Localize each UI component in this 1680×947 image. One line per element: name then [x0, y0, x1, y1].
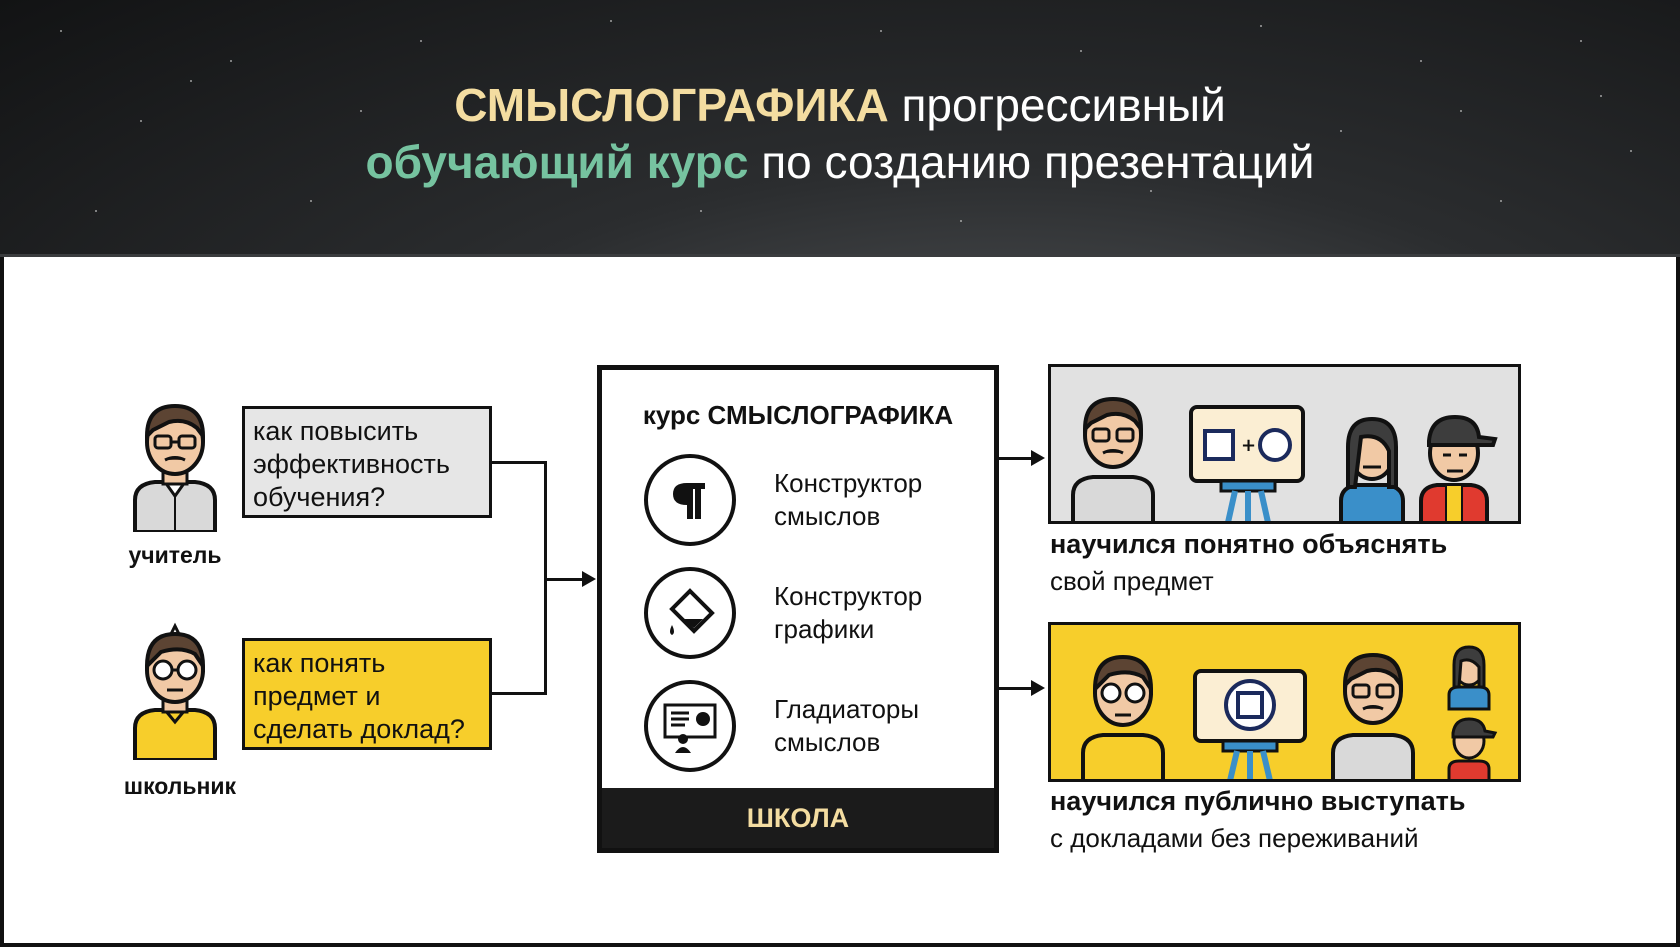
teacher-question-line: как повысить: [253, 416, 419, 446]
connector-line: [999, 457, 1033, 460]
student-question-line: как понять: [253, 648, 386, 678]
course-title-prefix: курс: [642, 400, 708, 430]
student-question-line: предмет и: [253, 681, 381, 711]
header-subtitle-bold: обучающий курс: [365, 136, 749, 188]
teacher-question-line: эффективность: [253, 449, 450, 479]
module-label-line: графики: [774, 614, 875, 644]
student-presents-illustration: [1081, 645, 1498, 779]
teacher-label: учитель: [128, 542, 222, 568]
arrow-right-icon: [1031, 450, 1045, 466]
header-title-rest: прогрессивный: [888, 79, 1226, 131]
result-scene-student: [1048, 622, 1521, 782]
teacher-explains-illustration: +: [1071, 396, 1498, 521]
arrow-right-icon: [582, 571, 596, 587]
module-label: Конструктор смыслов: [774, 467, 984, 533]
header-title: СМЫСЛОГРАФИКА прогрессивный: [0, 78, 1680, 132]
module-label-line: Конструктор: [774, 581, 923, 611]
module-label-line: Конструктор: [774, 468, 923, 498]
pilcrow-icon: [644, 454, 736, 546]
header-title-bold: СМЫСЛОГРАФИКА: [454, 79, 889, 131]
connector-line: [999, 687, 1033, 690]
teacher-question-line: обучения?: [253, 482, 386, 512]
result-title: научился понятно объяснять: [1050, 529, 1448, 559]
course-box: курс СМЫСЛОГРАФИКА Конструктор смыслов К…: [597, 365, 999, 853]
connector-line: [544, 578, 586, 581]
result-subtitle: с докладами без переживаний: [1050, 823, 1419, 853]
course-footer: ШКОЛА: [602, 788, 994, 848]
student-question-line: сделать доклад?: [253, 714, 465, 744]
student-question-box: как понять предмет и сделать доклад?: [242, 638, 492, 750]
connector-line: [492, 461, 546, 464]
header-subtitle-rest: по созданию презентаций: [748, 136, 1315, 188]
header-subtitle: обучающий курс по созданию презентаций: [0, 135, 1680, 189]
module-label: Гладиаторы смыслов: [774, 693, 984, 759]
svg-text:+: +: [1241, 435, 1256, 456]
result-subtitle: свой предмет: [1050, 566, 1214, 596]
result-scene-teacher: +: [1048, 364, 1521, 524]
paint-bucket-icon: [644, 567, 736, 659]
module-label-line: смыслов: [774, 727, 881, 757]
module-label-line: смыслов: [774, 501, 881, 531]
student-label: школьник: [123, 773, 237, 799]
result-title: научился публично выступать: [1050, 786, 1466, 816]
module-label-line: Гладиаторы: [774, 694, 920, 724]
teacher-question-box: как повысить эффективность обучения?: [242, 406, 492, 518]
presentation-icon: [644, 680, 736, 772]
course-title: курс СМЫСЛОГРАФИКА: [602, 400, 994, 431]
connector-line: [492, 692, 546, 695]
module-label: Конструктор графики: [774, 580, 984, 646]
header-banner: СМЫСЛОГРАФИКА прогрессивный обучающий ку…: [0, 0, 1680, 257]
arrow-right-icon: [1031, 680, 1045, 696]
teacher-avatar-icon: [133, 403, 217, 532]
student-avatar-icon: [133, 622, 217, 760]
course-title-bold: СМЫСЛОГРАФИКА: [707, 400, 954, 430]
